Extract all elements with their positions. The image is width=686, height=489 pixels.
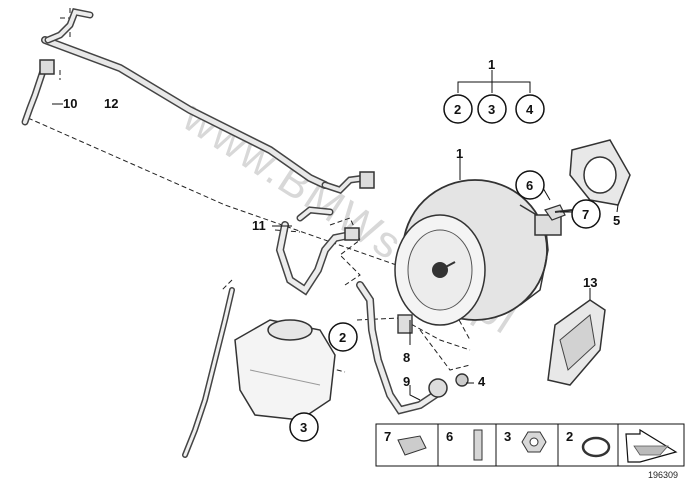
clip-and-pin (544, 204, 573, 221)
label-1: 1 (456, 146, 463, 161)
tree-child-3: 3 (477, 94, 507, 124)
parts-legend: 7 6 3 2 (375, 423, 685, 467)
label-2: 2 (328, 322, 358, 352)
pin-icon (473, 429, 483, 461)
reservoir-line (182, 287, 235, 458)
legend-item-7: 7 (384, 429, 391, 444)
tree-root-label: 1 (488, 57, 495, 72)
tree-child-4: 4 (515, 94, 545, 124)
label-3: 3 (289, 412, 319, 442)
legend-item-2: 2 (566, 429, 573, 444)
arrow-icon (625, 428, 678, 463)
svg-text:4: 4 (526, 102, 534, 117)
reference-number: 196309 (648, 470, 678, 480)
label-6: 6 (515, 170, 545, 200)
svg-text:2: 2 (454, 102, 461, 117)
o-ring-icon (581, 436, 611, 458)
clip-icon (397, 435, 427, 456)
label-11: 11 (252, 218, 266, 233)
label-10: 10 (63, 96, 77, 111)
hose-10 (21, 7, 94, 126)
label-13: 13 (583, 275, 597, 290)
label-8: 8 (403, 350, 410, 365)
gasket (569, 139, 631, 206)
fluid-reservoir (234, 319, 336, 421)
brake-booster (394, 179, 562, 326)
label-5: 5 (613, 213, 620, 228)
nut-4 (455, 373, 469, 387)
label-7: 7 (571, 199, 601, 229)
callout-lines (52, 70, 619, 401)
legend-item-6: 6 (446, 429, 453, 444)
svg-text:2: 2 (339, 330, 346, 345)
connector-8 (397, 314, 413, 334)
hose-11 (275, 206, 360, 296)
hose-9 (356, 281, 448, 415)
legend-item-3: 3 (504, 429, 511, 444)
tree-child-2: 2 (443, 94, 473, 124)
vacuum-tube (41, 36, 375, 195)
label-9: 9 (403, 374, 410, 389)
svg-text:6: 6 (526, 178, 533, 193)
svg-text:3: 3 (488, 102, 495, 117)
label-4: 4 (478, 374, 486, 389)
svg-text:3: 3 (300, 420, 307, 435)
svg-text:7: 7 (582, 207, 589, 222)
bracket (547, 299, 606, 386)
label-12: 12 (104, 96, 118, 111)
